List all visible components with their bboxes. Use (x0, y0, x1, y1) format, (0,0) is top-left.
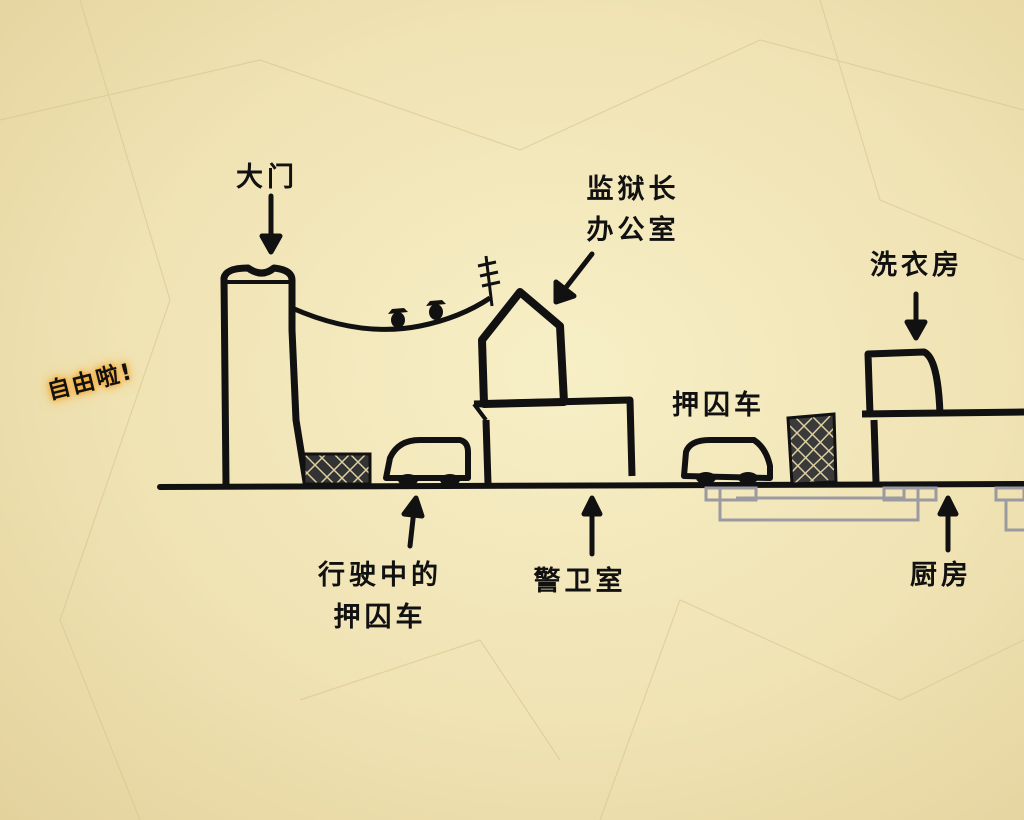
underground-pipe (704, 486, 1024, 532)
prison-van (681, 437, 773, 484)
guard-figures (388, 300, 446, 328)
kitchen-building (861, 408, 1024, 483)
label-laundry: 洗衣房 (870, 250, 963, 281)
gate-tower (220, 264, 310, 485)
warden-office (478, 288, 568, 408)
laundry-building (864, 348, 944, 415)
fence-right (786, 412, 838, 486)
label-prison-van: 押囚车 (672, 390, 765, 421)
moving-van (383, 437, 471, 486)
label-arrows (259, 193, 959, 557)
guard-room-building (473, 396, 636, 485)
label-guard-room: 警卫室 (533, 566, 627, 597)
label-moving-van-line2: 押囚车 (333, 602, 427, 633)
fence-left (302, 452, 372, 486)
wire (290, 295, 492, 332)
label-moving-van-line1: 行驶中的 (318, 560, 442, 591)
label-warden-office-line1: 监狱长 (586, 174, 680, 205)
antenna (477, 255, 501, 307)
label-gate: 大门 (236, 162, 298, 193)
label-kitchen: 厨房 (910, 560, 972, 591)
ground-line (157, 481, 1024, 490)
label-warden-office-line2: 办公室 (586, 215, 680, 246)
